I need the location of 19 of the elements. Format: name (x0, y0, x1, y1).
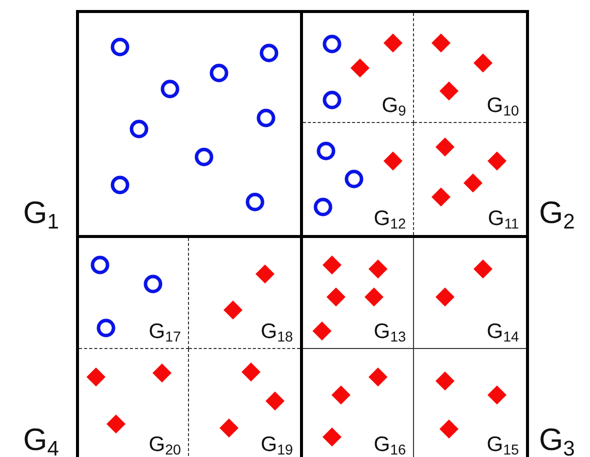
cell-label: G$_{10}$ (486, 95, 519, 119)
cell-label: G$_{19}$ (260, 434, 293, 457)
cell-label: G$_{15}$ (486, 434, 519, 457)
quadrant-label: G$_{1}$ (23, 197, 59, 232)
cell-label: G$_{12}$ (374, 208, 406, 232)
cell-label: G$_{13}$ (374, 321, 406, 345)
cell-label: G$_{20}$ (148, 434, 181, 457)
quadrant-label: G$_{2}$ (539, 197, 575, 232)
cell-region (303, 238, 414, 349)
cell-label: G$_{11}$ (488, 208, 519, 232)
cell-label: G$_{16}$ (374, 434, 406, 457)
cell-region (303, 13, 414, 123)
cell-label: G$_{17}$ (148, 321, 181, 345)
cell-region (79, 238, 189, 349)
cell-label: G$_{14}$ (486, 321, 519, 345)
quadrant-label: G$_{3}$ (539, 424, 575, 457)
quadrant-label: G$_{4}$ (23, 424, 59, 457)
cell-label: G$_{18}$ (260, 321, 293, 345)
cell-label: G$_{9}$ (382, 95, 406, 119)
